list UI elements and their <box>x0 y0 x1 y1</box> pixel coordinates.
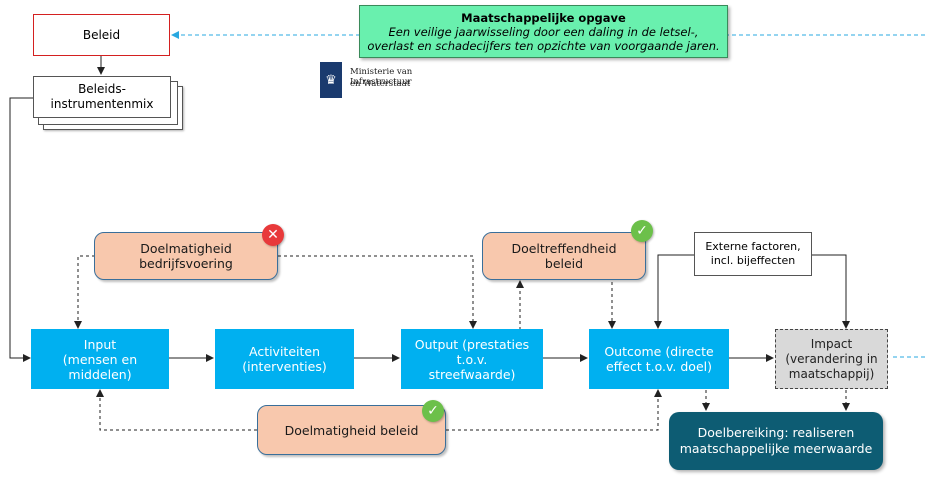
check-icon: ✓ <box>631 220 653 242</box>
outcome-label: Outcome (directe effect t.o.v. doel) <box>604 344 714 374</box>
effectiveness-box: Doeltreffendheid beleid <box>482 232 646 280</box>
policy-box: Beleid <box>33 14 170 56</box>
goal-achievement-label: Doelbereiking: realiseren maatschappelij… <box>679 425 873 456</box>
ministry-logo: ♛ Ministerie van Infrastructuur en Water… <box>318 60 468 102</box>
societal-task-text: Een veilige jaarwisseling door een dalin… <box>367 24 720 53</box>
societal-task-title: Maatschappelijke opgave <box>461 10 626 25</box>
input-box: Input (mensen en middelen) <box>31 329 169 389</box>
instruments-box: Beleids- instrumentenmix <box>33 76 171 118</box>
check-icon: ✓ <box>422 400 444 422</box>
societal-task-box: Maatschappelijke opgave Een veilige jaar… <box>359 5 728 58</box>
outcome-box: Outcome (directe effect t.o.v. doel) <box>589 329 729 389</box>
efficiency-policy-label: Doelmatigheid beleid <box>284 422 419 438</box>
output-label: Output (prestaties t.o.v. streefwaarde) <box>414 336 530 382</box>
external-factors-box: Externe factoren, incl. bijeffecten <box>694 232 812 276</box>
ministry-name-line2: en Waterstaat <box>350 79 411 89</box>
activities-box: Activiteiten (interventies) <box>215 329 354 389</box>
ministry-name-line1: Ministerie van Infrastructuur <box>350 67 413 87</box>
activities-label: Activiteiten (interventies) <box>242 344 327 374</box>
policy-label: Beleid <box>82 27 121 42</box>
impact-label: Impact (verandering in maatschappij) <box>785 336 878 381</box>
input-label: Input (mensen en middelen) <box>62 336 138 382</box>
efficiency-operations-box: Doelmatigheid bedrijfsvoering <box>94 232 278 280</box>
goal-achievement-box: Doelbereiking: realiseren maatschappelij… <box>669 412 883 470</box>
cross-icon: ✕ <box>262 224 284 246</box>
output-box: Output (prestaties t.o.v. streefwaarde) <box>401 329 543 389</box>
efficiency-operations-label: Doelmatigheid bedrijfsvoering <box>139 241 233 271</box>
efficiency-policy-box: Doelmatigheid beleid <box>257 405 446 455</box>
effectiveness-label: Doeltreffendheid beleid <box>511 241 617 271</box>
instruments-label: Beleids- instrumentenmix <box>50 82 154 111</box>
impact-box: Impact (verandering in maatschappij) <box>775 329 888 389</box>
external-factors-label: Externe factoren, incl. bijeffecten <box>705 240 801 267</box>
ministry-emblem-icon: ♛ <box>320 62 342 98</box>
